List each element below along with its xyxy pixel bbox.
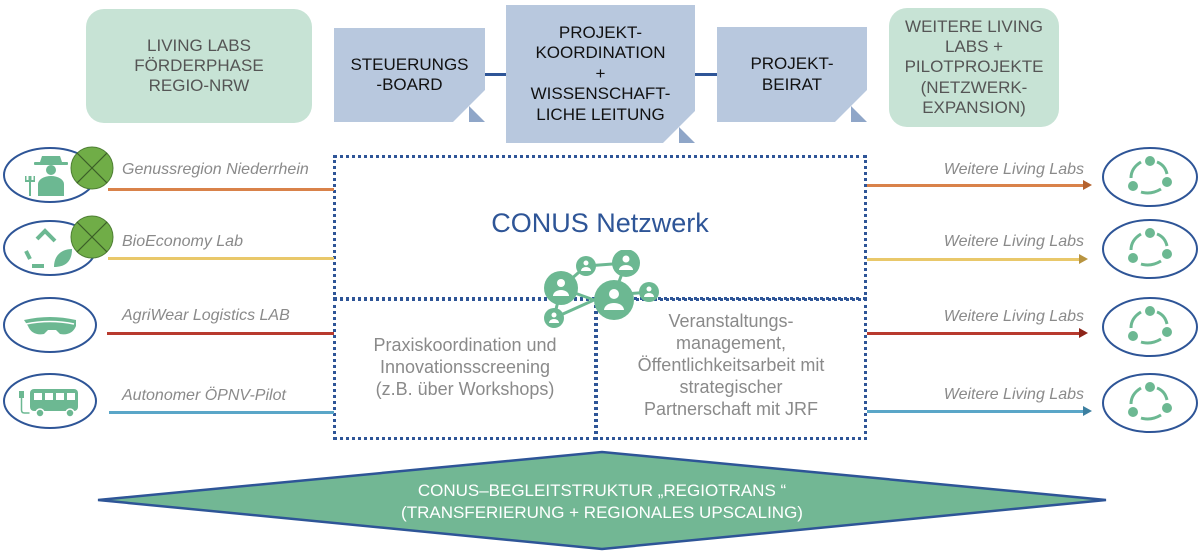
steering-board-note: STEUERUNGS -BOARD	[334, 28, 485, 122]
output-arrow-line	[867, 332, 1081, 335]
event-management-box	[595, 298, 867, 440]
output-label: Weitere Living Labs	[943, 308, 1084, 325]
output-arrow-line	[867, 184, 1085, 187]
network-icon	[544, 250, 659, 328]
lab-name: Genussregion Niederrhein	[122, 161, 309, 178]
arrow-head-icon	[1083, 406, 1092, 416]
output-label: Weitere Living Labs	[943, 386, 1084, 403]
output-label: Weitere Living Labs	[943, 233, 1084, 250]
lab-name: Autonomer ÖPNV-Pilot	[122, 387, 286, 404]
cycle-icon	[1102, 219, 1198, 279]
project-coordination-note: PROJEKT- KOORDINATION + WISSENSCHAFT- LI…	[506, 5, 695, 143]
connector-line	[485, 73, 506, 76]
lab-row: BioEconomy Lab	[0, 215, 340, 277]
arrow-head-icon	[1079, 254, 1088, 264]
output-row: Weitere Living Labs	[865, 296, 1200, 358]
event-management-text: Veranstaltungs- management, Öffentlichke…	[637, 311, 825, 419]
lab-name: AgriWear Logistics LAB	[122, 307, 290, 324]
lab-row: Autonomer ÖPNV-Pilot	[0, 372, 340, 432]
lab-row: AgriWear Logistics LAB	[0, 296, 340, 356]
arrow-head-icon	[1083, 180, 1092, 190]
lab-connector-line	[109, 411, 334, 414]
smart-glasses-icon	[3, 297, 97, 353]
advisory-board-note: PROJEKT- BEIRAT	[717, 27, 867, 122]
electric-bus-icon	[3, 373, 97, 429]
advisory-board-label: PROJEKT- BEIRAT	[750, 54, 834, 94]
practice-coordination-text: Praxiskoordination und Innovationsscreen…	[373, 335, 557, 399]
lab-connector-line	[107, 332, 334, 335]
steering-board-label: STEUERUNGS -BOARD	[350, 54, 469, 94]
lab-connector-line	[108, 188, 334, 191]
crossed-out-icon	[70, 146, 114, 190]
output-row: Weitere Living Labs	[865, 372, 1200, 434]
conus-network-title: CONUS Netzwerk	[491, 208, 709, 238]
project-coordination-label: PROJEKT- KOORDINATION + WISSENSCHAFT- LI…	[530, 23, 671, 124]
connector-line	[695, 73, 717, 76]
lab-row: Genussregion Niederrhein	[0, 146, 340, 206]
living-labs-foerderphase-box: LIVING LABS FÖRDERPHASE REGIO-NRW	[86, 9, 312, 123]
output-arrow-line	[867, 410, 1085, 413]
cycle-icon	[1102, 297, 1198, 357]
regiotrans-banner-shape	[97, 450, 1107, 551]
output-label: Weitere Living Labs	[943, 161, 1084, 178]
output-row: Weitere Living Labs	[865, 146, 1200, 208]
output-arrow-line	[867, 258, 1081, 261]
regiotrans-banner-text: CONUS–BEGLEITSTRUKTUR „REGIOTRANS “ (TRA…	[401, 481, 803, 523]
cycle-icon	[1102, 373, 1198, 433]
arrow-head-icon	[1079, 328, 1088, 338]
crossed-out-icon	[70, 215, 114, 259]
lab-connector-line	[108, 257, 334, 260]
cycle-icon	[1102, 147, 1198, 207]
output-row: Weitere Living Labs	[865, 218, 1200, 280]
network-expansion-box: WEITERE LIVING LABS + PILOTPROJEKTE (NET…	[889, 8, 1059, 127]
lab-name: BioEconomy Lab	[122, 233, 243, 250]
